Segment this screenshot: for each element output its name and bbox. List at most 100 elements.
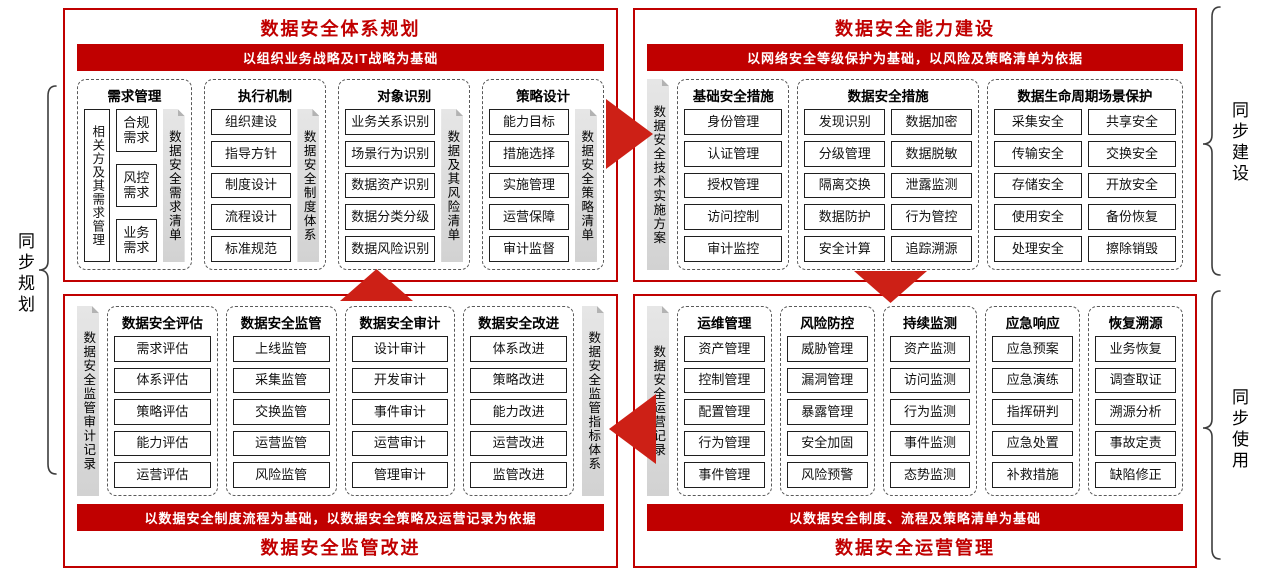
item-stack: 资产监测访问监测行为监测事件监测态势监测 [889, 336, 971, 488]
item-box: 风控需求 [116, 164, 157, 207]
quadrant-content: 数据安全运营记录运维管理资产管理控制管理配置管理行为管理事件管理风险防控威胁管理… [635, 296, 1195, 504]
group-data-security-supervision: 数据安全监管上线监管采集监管交换监管运营监管风险监管 [225, 306, 337, 496]
item-box: 控制管理 [684, 367, 765, 394]
quadrant-content: 需求管理相关方及其需求管理合规需求风控需求业务需求数据安全需求清单执行机制组织建… [65, 71, 616, 280]
column-body: 采集安全共享安全传输安全交换安全存储安全开放安全使用安全备份恢复处理安全擦除销毁 [993, 109, 1176, 262]
column-body: 组织建设指导方针制度设计流程设计标准规范数据安全制度体系 [210, 109, 320, 262]
item-box: 安全加固 [786, 430, 868, 457]
item-box: 应急预案 [992, 336, 1074, 362]
item-stack: 业务关系识别场景行为识别数据资产识别数据分类分级数据风险识别 [345, 109, 436, 262]
column-body: 身份管理认证管理授权管理访问控制审计监控 [684, 109, 783, 262]
group-data-security-improvement: 数据安全改进体系改进策略改进能力改进运营改进监管改进 [463, 306, 574, 496]
column-header: 对象识别 [377, 89, 432, 104]
item-box: 运营保障 [489, 204, 569, 231]
brace-icon [1202, 6, 1221, 276]
side-label-sync-usage: 同步使用 [1229, 388, 1248, 472]
item-box: 威胁管理 [786, 336, 868, 362]
item-box: 体系评估 [114, 367, 211, 394]
vertical-ribbon: 数据安全需求清单 [163, 109, 185, 262]
column-header: 需求管理 [107, 89, 162, 104]
column-body: 应急预案应急演练指挥研判应急处置补救措施 [992, 336, 1074, 488]
group-object-identification: 对象识别业务关系识别场景行为识别数据资产识别数据分类分级数据风险识别数据及其风险… [338, 79, 471, 270]
item-box: 交换监管 [232, 399, 330, 425]
item-box: 授权管理 [684, 172, 783, 199]
column-header: 风险防控 [800, 316, 855, 331]
item-box: 策略改进 [470, 367, 567, 394]
vertical-ribbon: 数据安全监管审计记录 [77, 306, 99, 496]
column-header: 数据生命周期场景保护 [1017, 89, 1153, 104]
column-header: 数据安全审计 [359, 316, 441, 331]
item-box: 备份恢复 [1087, 204, 1176, 231]
group-data-lifecycle-scenario-protection: 数据生命周期场景保护采集安全共享安全传输安全交换安全存储安全开放安全使用安全备份… [986, 79, 1183, 270]
quadrant-title: 数据安全监管改进 [260, 538, 421, 558]
item-stack: 需求评估体系评估策略评估能力评估运营评估 [114, 336, 211, 488]
item-box: 实施管理 [489, 172, 569, 199]
brace-icon [38, 85, 57, 475]
item-box: 能力改进 [470, 399, 567, 425]
item-box: 上线监管 [232, 336, 330, 362]
quadrant-banner: 以数据安全制度流程为基础，以数据安全策略及运营记录为依据 [77, 504, 604, 531]
item-box: 行为监测 [889, 399, 971, 425]
item-stack: 上线监管采集监管交换监管运营监管风险监管 [232, 336, 330, 488]
column-header: 数据安全评估 [121, 316, 203, 331]
item-box: 存储安全 [993, 172, 1082, 199]
column-body: 上线监管采集监管交换监管运营监管风险监管 [232, 336, 330, 488]
item-box: 需求评估 [114, 336, 211, 362]
column-body: 设计审计开发审计事件审计运营审计管理审计 [351, 336, 449, 488]
item-box: 能力目标 [489, 109, 569, 135]
item-box: 组织建设 [210, 109, 292, 135]
group-requirement-management: 需求管理相关方及其需求管理合规需求风控需求业务需求数据安全需求清单 [77, 79, 192, 270]
item-box: 使用安全 [993, 204, 1082, 231]
item-box: 访问控制 [684, 204, 783, 231]
item-stack: 合规需求风控需求业务需求 [116, 109, 157, 262]
brace-icon [1202, 290, 1221, 560]
column-body: 业务关系识别场景行为识别数据资产识别数据分类分级数据风险识别数据及其风险清单 [345, 109, 463, 262]
item-box: 处理安全 [993, 236, 1082, 262]
item-box: 开放安全 [1087, 172, 1176, 199]
item-box: 指导方针 [210, 140, 292, 167]
column-body: 体系改进策略改进能力改进运营改进监管改进 [470, 336, 567, 488]
vertical-ribbon-label: 数据安全监管审计记录 [81, 331, 96, 471]
vertical-ribbon: 数据安全技术实施方案 [647, 79, 669, 270]
item-box: 数据分类分级 [345, 204, 436, 231]
item-box: 追踪溯源 [891, 236, 972, 262]
item-box: 态势监测 [889, 462, 971, 488]
item-box: 场景行为识别 [345, 140, 436, 167]
item-box: 数据资产识别 [345, 172, 436, 199]
item-box: 资产管理 [684, 336, 765, 362]
vertical-ribbon: 数据安全制度体系 [297, 109, 319, 262]
item-box: 漏洞管理 [786, 367, 868, 394]
item-box: 隔离交换 [804, 172, 886, 199]
item-box: 设计审计 [351, 336, 449, 362]
item-stack: 业务恢复调查取证溯源分析事故定责缺陷修正 [1095, 336, 1176, 488]
item-box: 安全计算 [804, 236, 886, 262]
item-box: 配置管理 [684, 399, 765, 425]
item-box: 缺陷修正 [1095, 462, 1176, 488]
item-box: 发现识别 [804, 109, 886, 135]
item-stack: 组织建设指导方针制度设计流程设计标准规范 [210, 109, 292, 262]
column-body: 相关方及其需求管理合规需求风控需求业务需求数据安全需求清单 [84, 109, 185, 262]
item-box: 开发审计 [351, 367, 449, 394]
vertical-ribbon: 数据及其风险清单 [441, 109, 463, 262]
column-header: 运维管理 [697, 316, 752, 331]
group-continuous-monitoring: 持续监测资产监测访问监测行为监测事件监测态势监测 [882, 306, 978, 496]
item-box: 调查取证 [1095, 367, 1176, 394]
vertical-ribbon-label: 数据及其风险清单 [445, 129, 460, 242]
item-box: 风险监管 [232, 462, 330, 488]
quadrant-title: 数据安全运营管理 [835, 538, 995, 558]
column-body: 能力目标措施选择实施管理运营保障审计监督数据安全策略清单 [489, 109, 597, 262]
item-box: 数据加密 [891, 109, 972, 135]
item-box: 应急处置 [992, 430, 1074, 457]
column-header: 应急响应 [1005, 316, 1060, 331]
vertical-ribbon: 数据安全策略清单 [575, 109, 597, 262]
item-box: 策略评估 [114, 399, 211, 425]
item-box: 风险预警 [786, 462, 868, 488]
item-box: 泄露监测 [891, 172, 972, 199]
item-stack: 体系改进策略改进能力改进运营改进监管改进 [470, 336, 567, 488]
item-box: 采集监管 [232, 367, 330, 394]
vertical-ribbon-label: 数据安全需求清单 [166, 129, 181, 242]
group-risk-prevention-control: 风险防控威胁管理漏洞管理暴露管理安全加固风险预警 [779, 306, 875, 496]
item-stack: 应急预案应急演练指挥研判应急处置补救措施 [992, 336, 1074, 488]
quadrant-banner: 以数据安全制度、流程及策略清单为基础 [647, 504, 1183, 531]
